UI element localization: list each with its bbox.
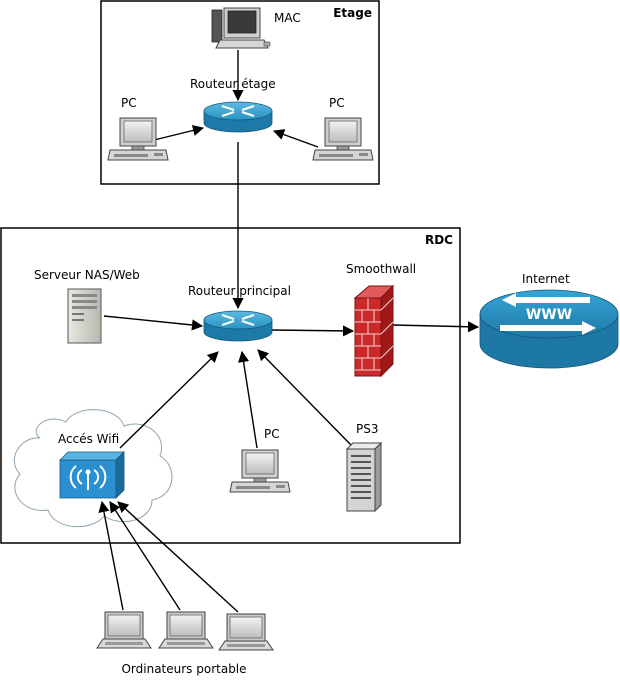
desktop-pc-icon (229, 449, 291, 493)
node-nas: Serveur NAS/Web (34, 268, 140, 344)
zone-etage-title: Etage (333, 6, 372, 20)
www-badge: WWW (526, 307, 572, 323)
node-mac: MAC (211, 7, 301, 49)
edge-firewall-internet (392, 321, 480, 333)
www-cloud-icon: WWW (479, 289, 619, 369)
zone-etage: Etage (100, 0, 380, 185)
node-ps3: PS3 (345, 422, 383, 513)
server-icon (67, 288, 102, 344)
edge-ps3-router-main (257, 349, 353, 447)
node-router-main: Routeur principal (188, 284, 291, 342)
edge-laptop2-wifi (109, 501, 181, 611)
edge-laptop3-wifi (117, 501, 239, 613)
wifi-label: Accés Wifi (58, 432, 119, 446)
laptop-icon (158, 611, 214, 649)
mac-label: MAC (274, 11, 301, 25)
zone-rdc: RDC (0, 227, 461, 544)
ps3-label: PS3 (356, 422, 379, 436)
edge-laptop1-wifi (98, 500, 124, 611)
internet-label: Internet (522, 272, 570, 286)
node-router-etage: Routeur étage (190, 77, 276, 133)
edge-wifi-router-main (119, 351, 219, 449)
node-wifi: Accés Wifi (58, 432, 125, 499)
laptops-label: Ordinateurs portable (121, 662, 246, 676)
edge-nas-router-main (103, 315, 204, 331)
edge-router-main-firewall (271, 325, 355, 337)
pc-rdc-label: PC (264, 427, 280, 441)
zone-rdc-title: RDC (425, 233, 453, 247)
router-icon (203, 310, 273, 342)
connections (98, 50, 480, 613)
wifi-access-point-icon (59, 451, 125, 499)
firewall-label: Smoothwall (346, 262, 416, 276)
router-etage-label: Routeur étage (190, 77, 276, 91)
tower-server-icon (345, 441, 383, 513)
node-pc-etage-left: PC (107, 96, 169, 161)
node-pc-etage-right: PC (312, 96, 374, 161)
mac-computer-icon (211, 7, 271, 49)
pc-etage-left-label: PC (121, 96, 137, 110)
node-firewall: Smoothwall (346, 262, 416, 378)
nas-label: Serveur NAS/Web (34, 268, 140, 282)
edge-pc-left-router-etage (149, 124, 205, 142)
node-laptops: Ordinateurs portable (96, 611, 274, 676)
pc-etage-right-label: PC (329, 96, 345, 110)
laptop-icon (96, 611, 152, 649)
desktop-pc-icon (312, 117, 374, 161)
firewall-icon (353, 284, 395, 378)
node-internet: Internet WWW (479, 272, 619, 369)
router-icon (203, 101, 273, 133)
router-main-label: Routeur principal (188, 284, 291, 298)
edge-pc-rdc-router-main (238, 350, 258, 449)
node-pc-rdc: PC (229, 427, 291, 493)
edge-pc-right-router-etage (272, 129, 319, 148)
laptop-icon (218, 613, 274, 651)
